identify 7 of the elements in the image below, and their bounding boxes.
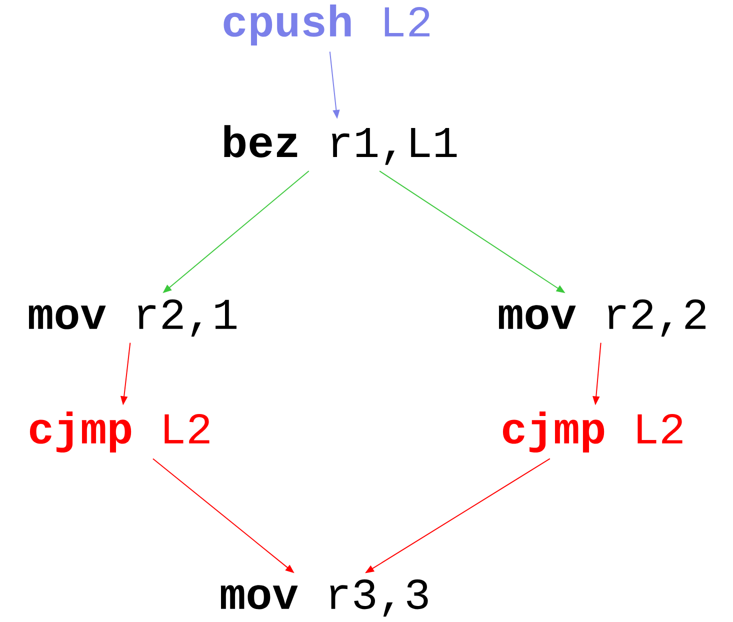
instruction-text: bez r1,L1 <box>224 125 457 165</box>
instruction-text: cjmp L2 <box>502 412 682 452</box>
instruction-text: cjmp L2 <box>30 412 210 452</box>
instruction-text: mov r2,1 <box>28 299 236 337</box>
instruction-text: mov r2,2 <box>498 299 706 337</box>
instruction-text: cpush L2 <box>224 4 430 46</box>
instruction-text: mov r3,3 <box>220 579 428 617</box>
